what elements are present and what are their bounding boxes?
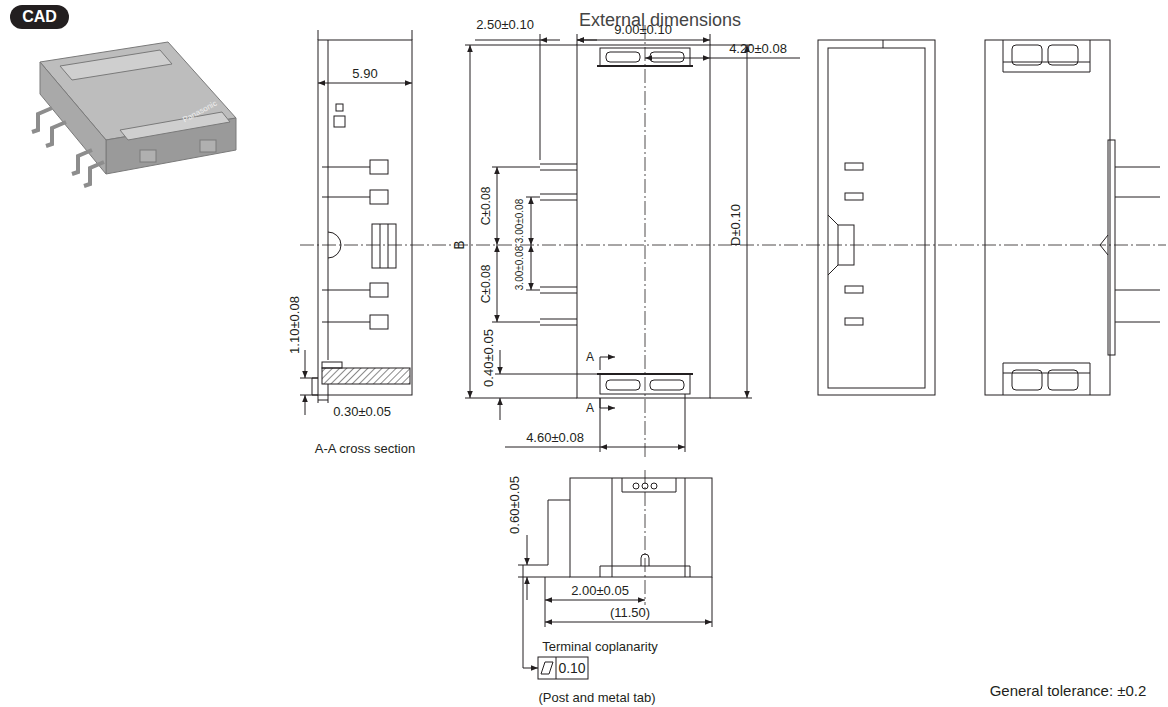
dimension: C±0.08 (480, 265, 492, 304)
connector-3d (32, 42, 236, 186)
cross-section-view (300, 30, 412, 415)
dimension: 5.90 (352, 67, 377, 80)
tolerance-note: General tolerance: ±0.2 (990, 683, 1147, 698)
dimension: 0.30±0.05 (333, 405, 391, 418)
dimension: C±0.08 (480, 187, 492, 226)
side-view (818, 40, 935, 395)
dimension: 2.00±0.05 (571, 584, 629, 597)
badge-text: CAD (22, 9, 57, 25)
top-view (465, 25, 800, 460)
dimension: 4.20±0.08 (729, 42, 787, 55)
dimension: 9.00±0.10 (614, 23, 672, 36)
dimension: 0.60±0.05 (508, 476, 521, 534)
dimension: 2.50±0.10 (476, 18, 534, 31)
dimension: 3.00±0.08 (515, 246, 525, 290)
tolerance-value: 0.10 (558, 661, 585, 675)
dimension: 0.40±0.05 (482, 329, 495, 387)
end-view (985, 40, 1160, 395)
dimension: D±0.10 (729, 204, 742, 246)
section-mark: A (586, 402, 594, 414)
dimension: 1.10±0.08 (288, 296, 301, 354)
view-caption: A-A cross section (315, 442, 415, 455)
note: (Post and metal tab) (538, 691, 655, 704)
section-mark: A (586, 351, 594, 363)
cad-badge: CAD (10, 5, 69, 29)
dimension: (11.50) (610, 606, 650, 619)
note: Terminal coplanarity (542, 640, 658, 653)
dimension: 3.00±0.08 (515, 199, 525, 243)
bottom-view (518, 470, 712, 679)
dimension: 4.60±0.08 (526, 431, 584, 444)
dimension: B (452, 240, 466, 249)
